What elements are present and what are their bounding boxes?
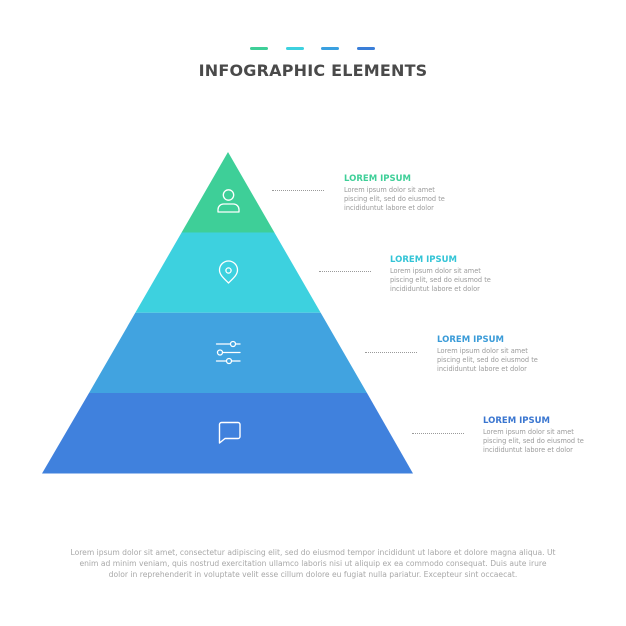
footer-line: enim ad minim veniam, quis nostrud exerc… — [79, 559, 547, 568]
accent-dash-2 — [286, 47, 304, 50]
connector-line-4 — [412, 433, 464, 434]
description-line: Lorem ipsum dolor sit amet — [437, 347, 528, 355]
accent-dash-1 — [250, 47, 268, 50]
description-line: incididuntut labore et dolor — [483, 446, 573, 454]
step-title: LOREM IPSUM — [390, 255, 457, 265]
accent-dash-3 — [321, 47, 339, 50]
location-pin-icon — [218, 260, 239, 284]
step-description: Lorem ipsum dolor sit amet piscing elit,… — [344, 186, 504, 213]
page-title: INFOGRAPHIC ELEMENTS — [198, 61, 428, 80]
description-line: piscing elit, sed do eiusmod te — [344, 195, 445, 203]
description-line: Lorem ipsum dolor sit amet — [390, 267, 481, 275]
chat-bubble-icon — [218, 421, 241, 444]
description-line: piscing elit, sed do eiusmod te — [483, 437, 584, 445]
description-line: piscing elit, sed do eiusmod te — [390, 276, 491, 284]
step-description: Lorem ipsum dolor sit amet piscing elit,… — [390, 267, 550, 294]
footer-paragraph: Lorem ipsum dolor sit amet, consectetur … — [30, 547, 596, 580]
description-line: incididuntut labore et dolor — [390, 285, 480, 293]
step-description: Lorem ipsum dolor sit amet piscing elit,… — [483, 428, 626, 455]
description-line: piscing elit, sed do eiusmod te — [437, 356, 538, 364]
description-line: incididuntut labore et dolor — [344, 204, 434, 212]
description-line: Lorem ipsum dolor sit amet — [344, 186, 435, 194]
pyramid-level-4 — [42, 393, 413, 474]
footer-line: dolor in reprehenderit in voluptate veli… — [108, 570, 518, 579]
step-description: Lorem ipsum dolor sit amet piscing elit,… — [437, 347, 597, 374]
sliders-icon — [215, 340, 241, 365]
step-label-4: LOREM IPSUM Lorem ipsum dolor sit amet p… — [483, 416, 626, 455]
connector-line-3 — [365, 352, 417, 353]
connector-line-2 — [319, 271, 371, 272]
footer-line: Lorem ipsum dolor sit amet, consectetur … — [70, 548, 556, 557]
pyramid-level-1 — [181, 152, 275, 233]
accent-dash-4 — [357, 47, 375, 50]
step-title: LOREM IPSUM — [437, 335, 504, 345]
step-label-3: LOREM IPSUM Lorem ipsum dolor sit amet p… — [437, 335, 597, 374]
user-icon — [217, 189, 240, 213]
description-line: incididuntut labore et dolor — [437, 365, 527, 373]
step-title: LOREM IPSUM — [483, 416, 550, 426]
step-label-1: LOREM IPSUM Lorem ipsum dolor sit amet p… — [344, 174, 504, 213]
step-label-2: LOREM IPSUM Lorem ipsum dolor sit amet p… — [390, 255, 550, 294]
description-line: Lorem ipsum dolor sit amet — [483, 428, 574, 436]
connector-line-1 — [272, 190, 324, 191]
step-title: LOREM IPSUM — [344, 174, 411, 184]
